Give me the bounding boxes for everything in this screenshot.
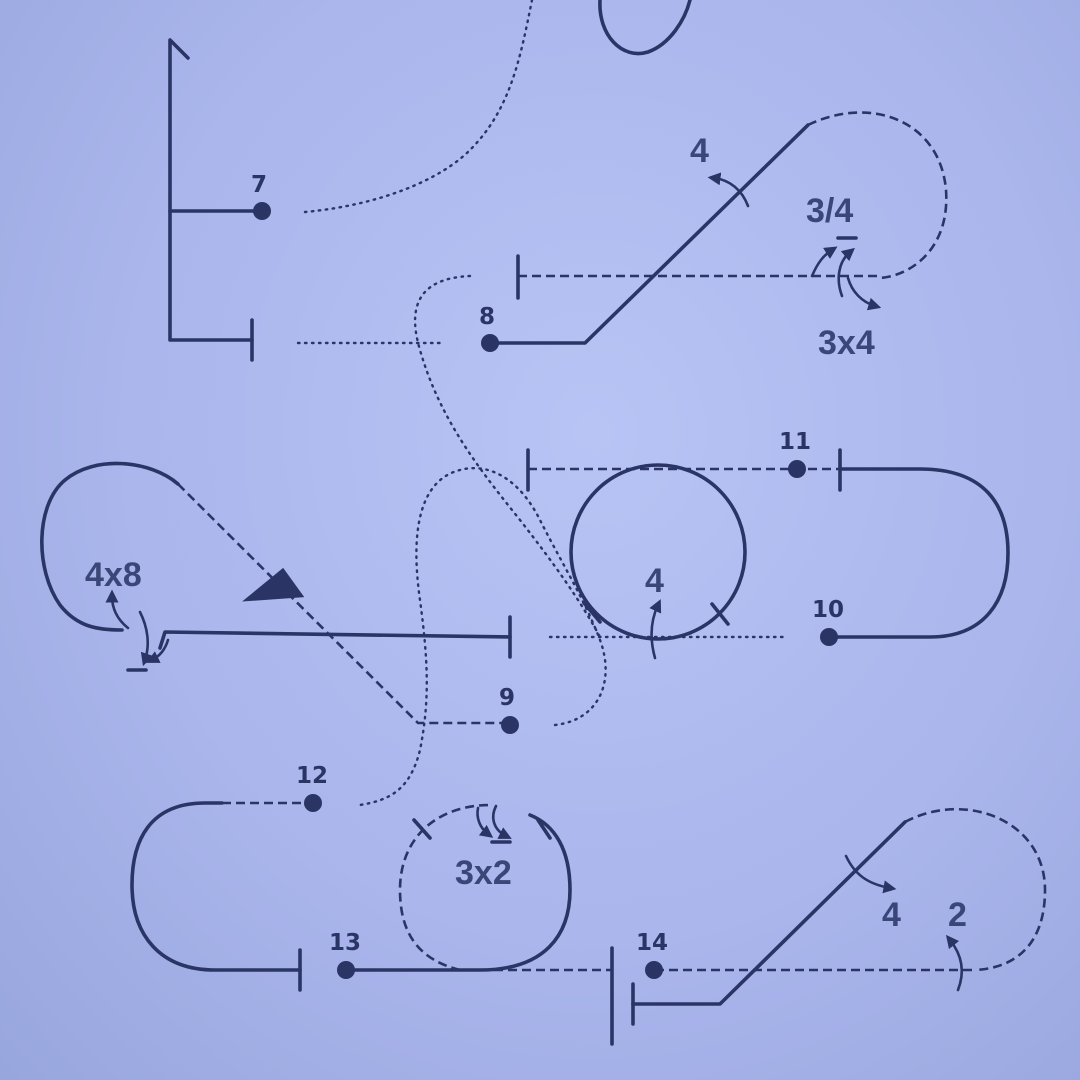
circle-turn-arrow bbox=[649, 599, 662, 660]
station-8-dot bbox=[481, 334, 499, 352]
station-9-baseline bbox=[158, 630, 512, 650]
station-13-dashed-loop bbox=[398, 803, 491, 972]
station-9-dashed-diagonal bbox=[177, 483, 510, 725]
snap-arrow-4x8 bbox=[105, 589, 130, 630]
snap-tick-left bbox=[412, 818, 432, 840]
station-number-10: 10 bbox=[812, 597, 844, 623]
turn-arrow-4-bottom bbox=[844, 854, 897, 894]
roll-arrow-fraction-2 bbox=[837, 247, 855, 298]
station-7-dot bbox=[253, 202, 271, 220]
station-11-dot bbox=[788, 460, 806, 478]
station-number-13: 13 bbox=[329, 930, 361, 956]
label-mid-circle: 4 bbox=[645, 562, 664, 600]
station-9-dot bbox=[501, 716, 519, 734]
station-number-7: 7 bbox=[251, 172, 267, 198]
label-top-fraction: 3/4 bbox=[806, 192, 853, 230]
label-left-snap: 4x8 bbox=[85, 556, 142, 594]
station-10-oval bbox=[827, 467, 1010, 639]
label-bottom-right-b: 2 bbox=[948, 896, 967, 934]
station-8-diagonal bbox=[488, 123, 810, 345]
turn-arrow-4-top bbox=[707, 172, 750, 208]
station-14-dashed-loop bbox=[904, 807, 1047, 972]
station-number-12: 12 bbox=[296, 763, 328, 789]
snap-arrow-4x8-3 bbox=[146, 638, 170, 663]
left-bracket bbox=[168, 38, 254, 342]
station-12-oval bbox=[130, 801, 302, 972]
snap-arrow-3x2-2 bbox=[492, 804, 512, 839]
station-number-9: 9 bbox=[499, 685, 515, 711]
station-10-dot bbox=[820, 628, 838, 646]
station-number-11: 11 bbox=[779, 429, 811, 455]
snap-arrow-3x4 bbox=[846, 276, 882, 311]
turn-arrow-2-bottom bbox=[945, 934, 964, 992]
station-number-14: 14 bbox=[636, 930, 668, 956]
circle-tick-right bbox=[710, 602, 730, 626]
label-bottom-snap: 3x2 bbox=[455, 854, 512, 892]
station-9-teardrop bbox=[40, 461, 180, 632]
label-top-snap: 3x4 bbox=[818, 324, 875, 362]
station-14-dot bbox=[645, 961, 663, 979]
roll-arrow-fraction bbox=[810, 246, 838, 278]
label-bottom-right-a: 4 bbox=[882, 896, 901, 934]
dotted-connector-9-loop bbox=[358, 466, 607, 807]
direction-triangle-icon bbox=[242, 567, 305, 602]
station-number-8: 8 bbox=[479, 304, 495, 330]
circle-tick-left bbox=[582, 601, 602, 624]
dotted-connector-8-10 bbox=[413, 274, 602, 639]
circle-loop-10 bbox=[569, 463, 747, 641]
station-8-dashed-loop bbox=[807, 111, 948, 280]
partial-loop-top bbox=[598, 0, 692, 56]
station-13-loop bbox=[343, 813, 572, 972]
dotted-connector-top bbox=[303, 0, 534, 214]
station-14-diagonal bbox=[631, 820, 907, 1006]
snap-tick-right bbox=[536, 818, 552, 840]
snap-arrow-3x2 bbox=[476, 806, 494, 838]
label-top-turn: 4 bbox=[690, 132, 709, 170]
snap-arrow-4x8-2 bbox=[138, 610, 154, 667]
station-12-dot bbox=[304, 794, 322, 812]
station-13-dot bbox=[337, 961, 355, 979]
